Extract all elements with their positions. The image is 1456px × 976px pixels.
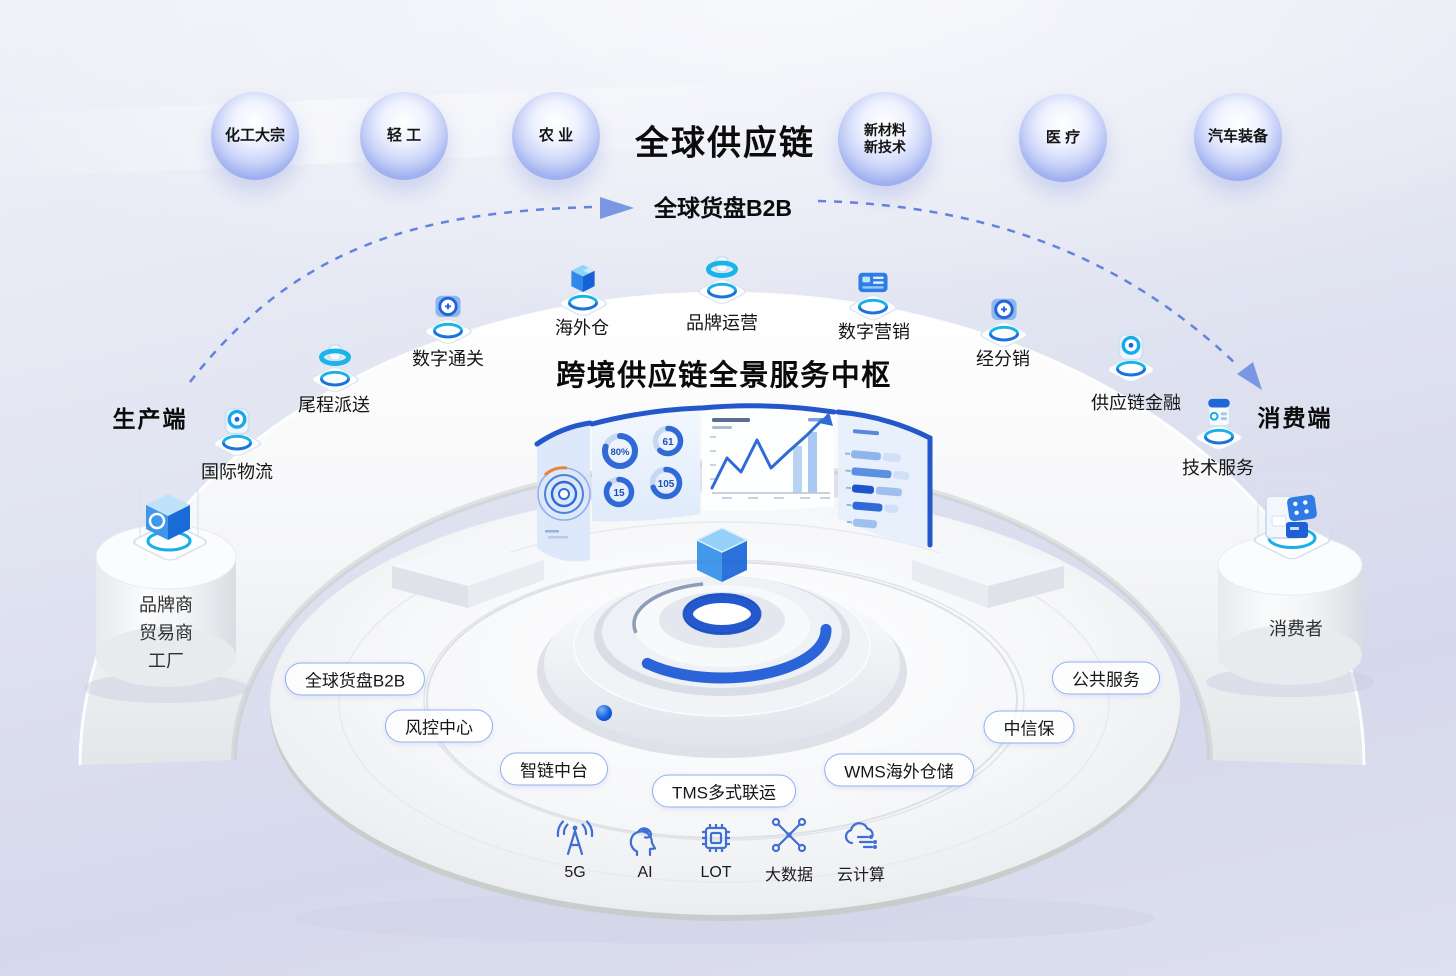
tech-bigdata: 大数据 [765,813,813,885]
service-label-tech-service: 技术服务 [1182,458,1254,478]
arrowhead-right-icon [600,197,634,219]
pill-label: 中信保 [1003,719,1055,739]
tech-label-bigdata: 大数据 [764,867,814,884]
tech-5g: 5G [553,816,597,882]
pill-sinosure: 中信保 [983,710,1075,744]
hub-title: 跨境供应链全景服务中枢 [556,360,892,392]
flow-arrowheads [600,197,1262,390]
bubble-light-industry: 轻 工 [360,92,448,180]
pill-tms: TMS多式联运 [652,774,796,808]
pill-label: TMS多式联运 [672,783,776,803]
consumer-cylinder-label: 消费者 [1269,619,1323,639]
tech-cloud: 云计算 [837,813,885,885]
flow-arc-right [817,199,1239,367]
bubble-auto-equipment: 汽车装备 [1194,93,1282,181]
pill-label: 公共服务 [1072,670,1140,690]
tech-lot: LOT [694,816,738,882]
producer-cylinder [84,485,248,703]
bubble-new-materials: 新材料 新技术 [838,92,932,186]
bubble-chemicals: 化工大宗 [211,92,299,180]
donut-value-2: 15 [613,488,625,499]
screen-donuts: 80% 61 15 105 [589,405,703,522]
pill-label: 全球货盘B2B [304,671,406,691]
service-label-overseas-warehouse: 海外仓 [555,318,609,338]
bubble-agriculture: 农 业 [512,92,600,180]
chip-icon [702,824,730,852]
donut-value-0: 80% [610,447,630,458]
service-label-sc-finance: 供应链金融 [1091,393,1181,413]
pill-label: 风控中心 [405,718,473,738]
ai-head-icon [629,827,657,857]
service-label-digital-customs: 数字通关 [412,349,484,369]
tech-label-5g: 5G [564,864,586,881]
network-nodes-icon [771,817,807,853]
arrowhead-down-icon [1237,362,1262,390]
pill-smart-chain: 智链中台 [500,752,608,786]
producer-endpoint-label: 生产端 [112,406,188,432]
central-dais [426,527,1018,839]
blue-dot [596,705,612,721]
tech-label-lot: LOT [700,864,732,881]
donut-value-3: 105 [658,479,675,490]
wing-slab-right [912,542,1064,608]
flow-arc-left [189,205,593,383]
glass-cube-icon [695,527,749,582]
screen-bars [835,409,933,548]
service-label-last-mile: 尾程派送 [298,395,370,415]
bubble-label: 医 疗 [1045,128,1081,146]
page-title: 全球供应链 [635,124,815,163]
service-label-digital-marketing: 数字营销 [838,322,910,342]
service-label-distribution: 经分销 [976,349,1030,369]
tech-ai: AI [623,816,667,882]
bubble-label: 农 业 [538,126,574,144]
consumer-cylinder [1206,477,1374,697]
screen-linechart [699,403,837,511]
wing-slab-left [392,542,544,608]
screen-radar [534,420,593,562]
service-label-intl-logistics: 国际物流 [201,462,273,482]
5g-tower-icon [556,820,594,856]
donut-value-1: 61 [662,437,674,448]
service-label-brand-operation: 品牌运营 [686,313,758,333]
cloud-computing-icon [844,822,877,849]
tech-label-ai: AI [637,864,653,881]
b2b-flow-arrows [189,199,1239,383]
bubble-label: 化工大宗 [224,126,285,144]
bubble-label: 新材料 新技术 [864,121,906,156]
dashboard-screens: 80% 61 15 105 [534,403,933,562]
pill-wms: WMS海外仓储 [824,753,974,787]
bubble-label: 轻 工 [386,126,422,144]
bubble-label: 汽车装备 [1207,127,1268,145]
pill-global-b2b: 全球货盘B2B [284,662,426,696]
tech-label-cloud: 云计算 [836,867,886,884]
pill-public-service: 公共服务 [1052,661,1160,695]
bubble-medical: 医 疗 [1019,94,1107,182]
b2b-flow-label: 全球货盘B2B [653,195,793,221]
pill-label: WMS海外仓储 [844,762,954,782]
producer-cylinder-label: 品牌商 贸易商 工厂 [139,595,193,671]
pill-label: 智链中台 [520,761,588,781]
consumer-endpoint-label: 消费端 [1257,405,1333,431]
pill-risk-center: 风控中心 [385,709,493,743]
